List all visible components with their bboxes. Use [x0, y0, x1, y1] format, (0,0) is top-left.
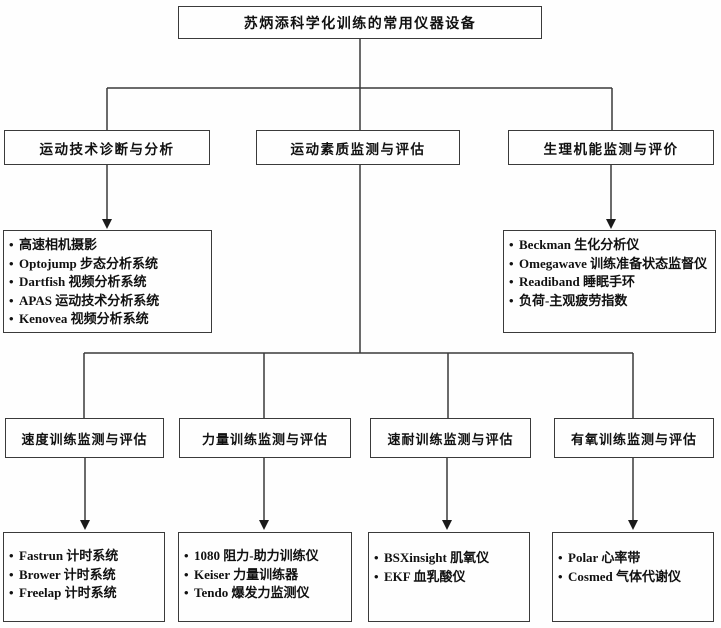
list-item: Brower 计时系统: [9, 566, 118, 585]
arrowhead-icon: [259, 520, 269, 530]
list-item: Polar 心率带: [558, 549, 681, 568]
sub-branch-node-speed: 速度训练监测与评估: [5, 418, 164, 458]
equipment-list-speed: Fastrun 计时系统 Brower 计时系统 Freelap 计时系统: [3, 532, 165, 622]
list-item: Kenovea 视频分析系统: [9, 310, 159, 329]
list-item: Readiband 睡眠手环: [509, 273, 707, 292]
list-item: 负荷-主观疲劳指数: [509, 292, 707, 311]
branch-tech-label: 运动技术诊断与分析: [39, 141, 175, 157]
arrowhead-icon: [102, 219, 112, 229]
list-item: Keiser 力量训练器: [184, 566, 319, 585]
list-item: Beckman 生化分析仪: [509, 236, 707, 255]
equipment-items: Beckman 生化分析仪 Omegawave 训练准备状态监督仪 Readib…: [509, 236, 707, 310]
branch-node-tech: 运动技术诊断与分析: [4, 130, 210, 165]
branch-fitness-label: 运动素质监测与评估: [290, 141, 426, 157]
tree-connectors: [83, 39, 634, 521]
arrowhead-icon: [80, 520, 90, 530]
list-item: APAS 运动技术分析系统: [9, 292, 159, 311]
equipment-items: BSXinsight 肌氧仪 EKF 血乳酸仪: [374, 549, 489, 586]
list-item: Tendo 爆发力监测仪: [184, 584, 319, 603]
sub-endurance-label: 速耐训练监测与评估: [387, 431, 514, 447]
root-node-label: 苏炳添科学化训练的常用仪器设备: [243, 16, 477, 32]
equipment-items: Fastrun 计时系统 Brower 计时系统 Freelap 计时系统: [9, 547, 118, 603]
equipment-list-tech: 高速相机摄影 Optojump 步态分析系统 Dartfish 视频分析系统 A…: [3, 230, 212, 333]
list-item: Optojump 步态分析系统: [9, 255, 159, 274]
arrowhead-icon: [606, 219, 616, 229]
arrowhead-icon: [442, 520, 452, 530]
list-item: 1080 阻力-助力训练仪: [184, 547, 319, 566]
arrowheads: [80, 219, 638, 530]
sub-branch-node-aerobic: 有氧训练监测与评估: [554, 418, 714, 458]
root-node: 苏炳添科学化训练的常用仪器设备: [178, 6, 542, 39]
sub-aerobic-label: 有氧训练监测与评估: [570, 431, 697, 447]
sub-strength-label: 力量训练监测与评估: [201, 431, 328, 447]
branch-node-fitness: 运动素质监测与评估: [256, 130, 460, 165]
branch-node-physio: 生理机能监测与评价: [508, 130, 714, 165]
list-item: 高速相机摄影: [9, 236, 159, 255]
list-item: Omegawave 训练准备状态监督仪: [509, 255, 707, 274]
list-item: Fastrun 计时系统: [9, 547, 118, 566]
sub-branch-node-speed-endurance: 速耐训练监测与评估: [370, 418, 531, 458]
equipment-items: Polar 心率带 Cosmed 气体代谢仪: [558, 549, 681, 586]
sub-speed-label: 速度训练监测与评估: [21, 431, 148, 447]
branch-physio-label: 生理机能监测与评价: [543, 141, 679, 157]
list-item: Dartfish 视频分析系统: [9, 273, 159, 292]
equipment-items: 高速相机摄影 Optojump 步态分析系统 Dartfish 视频分析系统 A…: [9, 236, 159, 329]
equipment-list-aerobic: Polar 心率带 Cosmed 气体代谢仪: [552, 532, 714, 622]
sub-branch-node-strength: 力量训练监测与评估: [179, 418, 351, 458]
arrowhead-icon: [628, 520, 638, 530]
list-item: Freelap 计时系统: [9, 584, 118, 603]
list-item: EKF 血乳酸仪: [374, 568, 489, 587]
equipment-list-physio: Beckman 生化分析仪 Omegawave 训练准备状态监督仪 Readib…: [503, 230, 716, 333]
equipment-items: 1080 阻力-助力训练仪 Keiser 力量训练器 Tendo 爆发力监测仪: [184, 547, 319, 603]
list-item: BSXinsight 肌氧仪: [374, 549, 489, 568]
equipment-list-strength: 1080 阻力-助力训练仪 Keiser 力量训练器 Tendo 爆发力监测仪: [178, 532, 352, 622]
equipment-list-speed-endurance: BSXinsight 肌氧仪 EKF 血乳酸仪: [368, 532, 530, 622]
list-item: Cosmed 气体代谢仪: [558, 568, 681, 587]
